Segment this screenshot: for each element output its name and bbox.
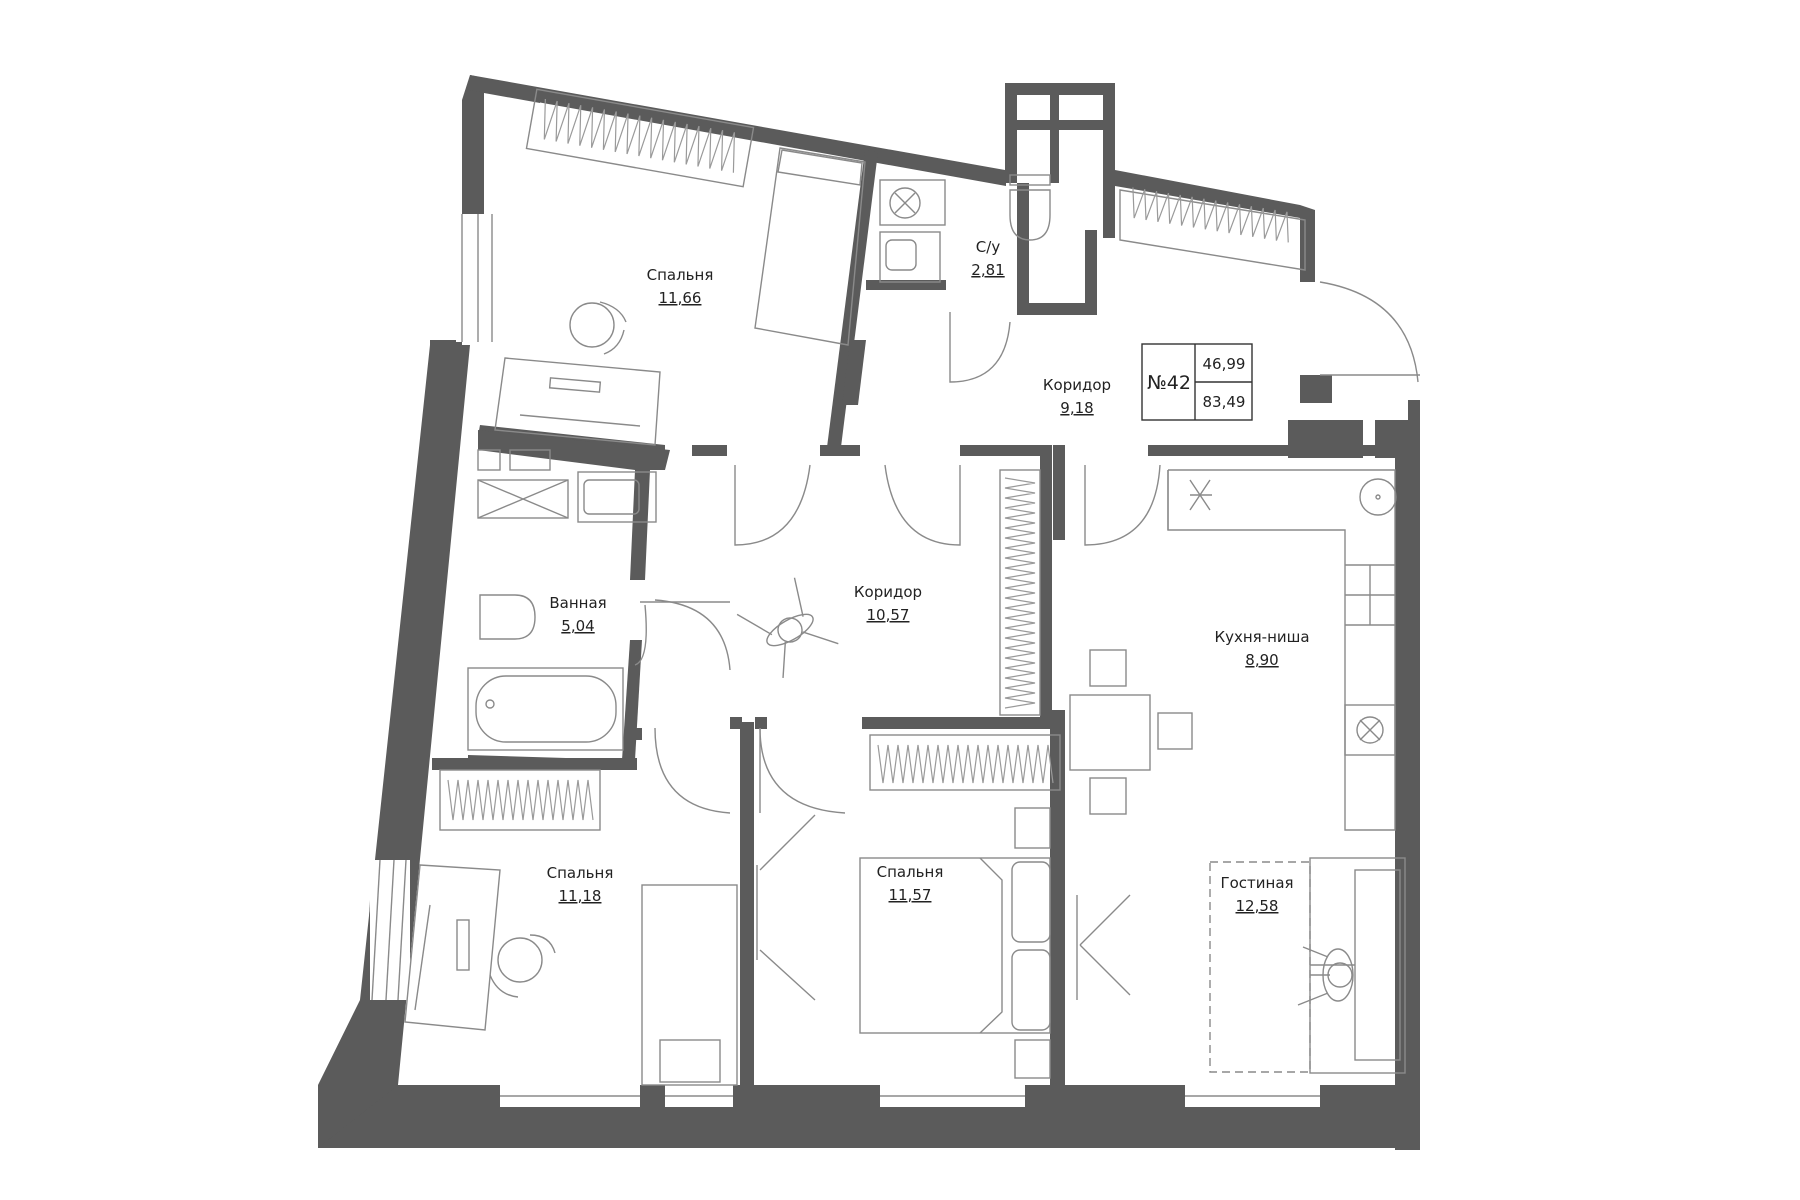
person-figure xyxy=(736,577,839,678)
room-name-hall-center: Коридор xyxy=(854,583,922,601)
wardrobe-left xyxy=(439,769,601,831)
apartment-number: №42 xyxy=(1147,372,1191,394)
room-name-living: Гостиная xyxy=(1220,874,1293,892)
kitchen-sink xyxy=(1359,478,1397,516)
room-name-wc: С/у xyxy=(976,238,1001,256)
desk-left xyxy=(404,864,501,1031)
dining-table xyxy=(1069,694,1151,771)
windows xyxy=(370,214,1320,1107)
room-labels: Спальня 11,66 С/у 2,81 Коридор 9,18 Ванн… xyxy=(547,238,1310,915)
stove xyxy=(1344,704,1396,756)
wall-right-pillar xyxy=(1300,375,1332,403)
room-area-kitchen: 8,90 xyxy=(1245,651,1278,669)
wc-toilet xyxy=(1009,189,1051,241)
bed-left xyxy=(641,884,738,1086)
bath-toilet xyxy=(479,594,536,640)
room-area-bedroom-top: 11,66 xyxy=(659,289,702,307)
chair-top xyxy=(569,302,615,348)
room-name-bathroom: Ванная xyxy=(549,594,606,612)
wc-vent xyxy=(879,179,946,226)
room-area-bedroom-middle: 11,57 xyxy=(889,886,932,904)
wardrobe-middle xyxy=(869,734,1061,791)
room-area-bathroom: 5,04 xyxy=(561,617,594,635)
room-area-hall-top: 9,18 xyxy=(1060,399,1093,417)
bathtub xyxy=(467,667,624,751)
room-name-bedroom-middle: Спальня xyxy=(877,863,944,881)
room-name-hall-top: Коридор xyxy=(1043,376,1111,394)
bed-top xyxy=(754,147,866,346)
room-area-hall-center: 10,57 xyxy=(867,606,910,624)
desk-top xyxy=(494,357,661,446)
room-name-bedroom-top: Спальня xyxy=(647,266,714,284)
wall-left-sloped xyxy=(318,345,470,1148)
chair-left xyxy=(497,937,543,983)
person-sofa xyxy=(1297,946,1354,1006)
wall-column-top-left xyxy=(462,75,484,214)
room-area-wc: 2,81 xyxy=(971,261,1004,279)
wall-top-right xyxy=(1115,170,1315,282)
bed-middle xyxy=(859,857,1051,1034)
rug xyxy=(1209,861,1311,1073)
room-area-living: 12,58 xyxy=(1236,897,1279,915)
total-area: 83,49 xyxy=(1203,393,1246,411)
room-area-bedroom-left: 11,18 xyxy=(559,887,602,905)
bath-cabinet xyxy=(477,479,569,519)
room-name-kitchen: Кухня-ниша xyxy=(1214,628,1309,646)
kitchen-counter xyxy=(1167,469,1396,831)
apartment-info-box: №42 46,99 83,49 xyxy=(1141,343,1253,421)
living-area: 46,99 xyxy=(1203,355,1246,373)
furniture xyxy=(404,88,1420,1086)
wc-sink xyxy=(879,231,941,283)
wardrobe-hall xyxy=(999,469,1041,716)
room-name-bedroom-left: Спальня xyxy=(547,864,614,882)
shaft-block xyxy=(1005,83,1115,95)
bath-sink xyxy=(577,471,657,523)
